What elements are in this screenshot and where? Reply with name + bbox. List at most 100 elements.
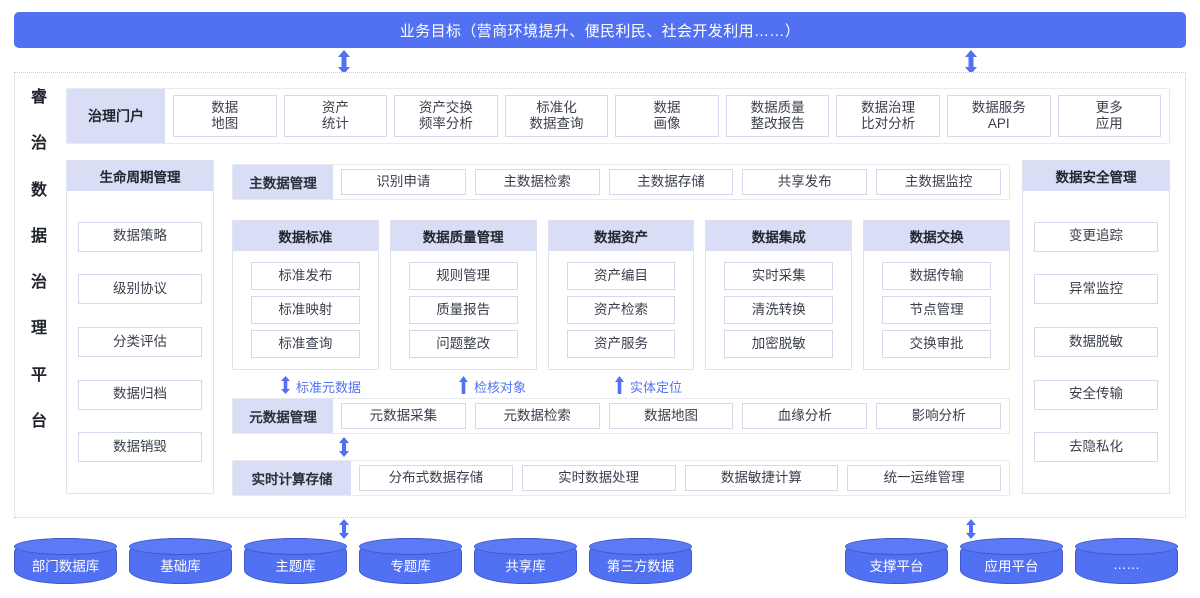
data-security-management-panel: 数据安全管理 变更追踪 异常监控 数据脱敏 安全传输 去隐私化	[1022, 160, 1170, 494]
master-data-management-row: 主数据管理 识别申请 主数据检索 主数据存储 共享发布 主数据监控	[232, 164, 1010, 200]
portal-items: 数据地图 资产统计 资产交换频率分析 标准化数据查询 数据画像 数据质量整改报告…	[165, 89, 1169, 143]
data-asset-panel: 数据资产 资产编目 资产检索 资产服务	[547, 220, 695, 370]
metadata-items: 元数据采集 元数据检索 数据地图 血缘分析 影响分析	[333, 399, 1009, 433]
portal-item[interactable]: 数据治理比对分析	[836, 95, 940, 137]
database-label: 应用平台	[984, 558, 1039, 574]
arrow-up-icon	[614, 376, 625, 397]
master-data-items: 识别申请 主数据检索 主数据存储 共享发布 主数据监控	[333, 165, 1009, 199]
domain-items: 资产编目 资产检索 资产服务	[549, 251, 694, 369]
metadata-item[interactable]: 影响分析	[876, 403, 1001, 429]
platform-title-char: 数	[30, 181, 47, 199]
realtime-item[interactable]: 实时数据处理	[521, 465, 676, 491]
realtime-item[interactable]: 分布式数据存储	[359, 465, 513, 491]
database-cylinder[interactable]: 专题库	[359, 538, 462, 584]
domain-item[interactable]: 交换审批	[882, 330, 991, 358]
portal-item[interactable]: 数据质量整改报告	[725, 95, 830, 137]
connector-arrow-db-right	[963, 519, 979, 539]
domain-item[interactable]: 资产服务	[566, 330, 676, 358]
portal-item[interactable]: 数据画像	[615, 95, 719, 137]
security-item[interactable]: 异常监控	[1034, 274, 1158, 305]
connector-arrow-banner-left	[336, 50, 352, 74]
master-data-item[interactable]: 主数据检索	[474, 169, 600, 195]
flow-label-text: 标准元数据	[296, 380, 362, 395]
business-goal-banner: 业务目标（营商环境提升、便民利民、社会开发利用……）	[14, 12, 1186, 48]
domain-item[interactable]: 清洗转换	[724, 296, 834, 324]
database-label: ……	[1113, 557, 1140, 572]
realtime-item[interactable]: 数据敏捷计算	[684, 465, 839, 491]
metadata-item[interactable]: 数据地图	[608, 403, 734, 429]
master-data-item[interactable]: 主数据存储	[608, 169, 734, 195]
flow-label-entity-location: 实体定位	[614, 376, 682, 397]
portal-item[interactable]: 数据地图	[173, 95, 277, 137]
database-cylinder[interactable]: 部门数据库	[14, 538, 117, 584]
metadata-item[interactable]: 血缘分析	[742, 403, 868, 429]
database-cylinder[interactable]: 共享库	[474, 538, 577, 584]
realtime-compute-storage-row: 实时计算存储 分布式数据存储 实时数据处理 数据敏捷计算 统一运维管理	[232, 460, 1010, 496]
master-data-item[interactable]: 识别申请	[341, 169, 466, 195]
lifecycle-panel-header: 生命周期管理	[67, 161, 213, 191]
lifecycle-item[interactable]: 数据归档	[78, 379, 202, 410]
domain-item[interactable]: 加密脱敏	[724, 330, 834, 358]
business-goal-title: 业务目标（营商环境提升、便民利民、社会开发利用……）	[399, 22, 801, 40]
database-cylinder[interactable]: 应用平台	[960, 538, 1063, 584]
domain-panel-header: 数据标准	[233, 221, 378, 251]
master-data-item[interactable]: 共享发布	[742, 169, 868, 195]
domain-item[interactable]: 规则管理	[408, 262, 518, 290]
governance-portal-row: 治理门户 数据地图 资产统计 资产交换频率分析 标准化数据查询 数据画像 数据质…	[66, 88, 1170, 144]
database-cylinder[interactable]: 第三方数据	[589, 538, 692, 584]
database-cylinder[interactable]: 支撑平台	[845, 538, 948, 584]
domain-item[interactable]: 标准发布	[251, 262, 360, 290]
domain-items: 规则管理 质量报告 问题整改	[391, 251, 536, 369]
lifecycle-management-panel: 生命周期管理 数据策略 级别协议 分类评估 数据归档 数据销毁	[66, 160, 214, 494]
domain-panel-header: 数据质量管理	[390, 221, 536, 251]
platform-title-char: 睿	[30, 89, 47, 106]
database-label: 基础库	[160, 558, 201, 574]
realtime-item[interactable]: 统一运维管理	[847, 465, 1001, 491]
metadata-item[interactable]: 元数据采集	[341, 403, 466, 429]
domain-item[interactable]: 标准查询	[251, 330, 360, 358]
master-data-item[interactable]: 主数据监控	[876, 169, 1001, 195]
platform-title-char: 理	[30, 320, 47, 338]
domain-item[interactable]: 实时采集	[724, 262, 834, 290]
database-cylinder[interactable]: ……	[1075, 538, 1178, 584]
domain-item[interactable]: 资产编目	[566, 262, 676, 290]
database-cylinder[interactable]: 主题库	[244, 538, 347, 584]
portal-item[interactable]: 资产交换频率分析	[394, 95, 498, 137]
database-label: 第三方数据	[606, 558, 675, 574]
portal-item[interactable]: 标准化数据查询	[504, 95, 609, 137]
connector-arrow-banner-right	[963, 50, 979, 74]
lifecycle-items: 数据策略 级别协议 分类评估 数据归档 数据销毁	[67, 191, 213, 493]
realtime-row-header: 实时计算存储	[233, 461, 351, 495]
domain-item[interactable]: 标准映射	[251, 296, 360, 324]
domain-items: 标准发布 标准映射 标准查询	[233, 251, 378, 369]
lifecycle-item[interactable]: 数据销毁	[78, 432, 202, 463]
security-item[interactable]: 数据脱敏	[1034, 326, 1158, 357]
lifecycle-item[interactable]: 分类评估	[78, 326, 202, 357]
data-standard-panel: 数据标准 标准发布 标准映射 标准查询	[232, 220, 379, 370]
security-item[interactable]: 安全传输	[1034, 379, 1158, 410]
security-item[interactable]: 去隐私化	[1034, 432, 1158, 463]
security-item[interactable]: 变更追踪	[1034, 221, 1158, 252]
platform-vertical-title: 睿 治 数 据 治 理 平 台	[22, 90, 56, 430]
domain-item[interactable]: 质量报告	[408, 296, 518, 324]
domain-items: 实时采集 清洗转换 加密脱敏	[706, 251, 851, 369]
portal-item[interactable]: 更多应用	[1057, 95, 1162, 137]
connector-arrow-db-left	[336, 519, 352, 539]
flow-label-text: 检核对象	[474, 380, 527, 395]
security-panel-header: 数据安全管理	[1023, 161, 1169, 191]
domain-item[interactable]: 资产检索	[566, 296, 676, 324]
domain-item[interactable]: 节点管理	[882, 296, 991, 324]
domain-panel-header: 数据资产	[548, 221, 694, 251]
domain-item[interactable]: 数据传输	[882, 262, 991, 290]
database-label: 共享库	[505, 558, 546, 574]
database-cylinder[interactable]: 基础库	[129, 538, 232, 584]
lifecycle-item[interactable]: 级别协议	[78, 274, 202, 305]
portal-item[interactable]: 资产统计	[283, 95, 388, 137]
database-label: 专题库	[390, 558, 431, 574]
lifecycle-item[interactable]: 数据策略	[78, 221, 202, 252]
metadata-item[interactable]: 元数据检索	[474, 403, 600, 429]
master-data-row-header: 主数据管理	[233, 165, 333, 199]
flow-label-text: 实体定位	[630, 380, 683, 395]
domain-item[interactable]: 问题整改	[408, 330, 518, 358]
